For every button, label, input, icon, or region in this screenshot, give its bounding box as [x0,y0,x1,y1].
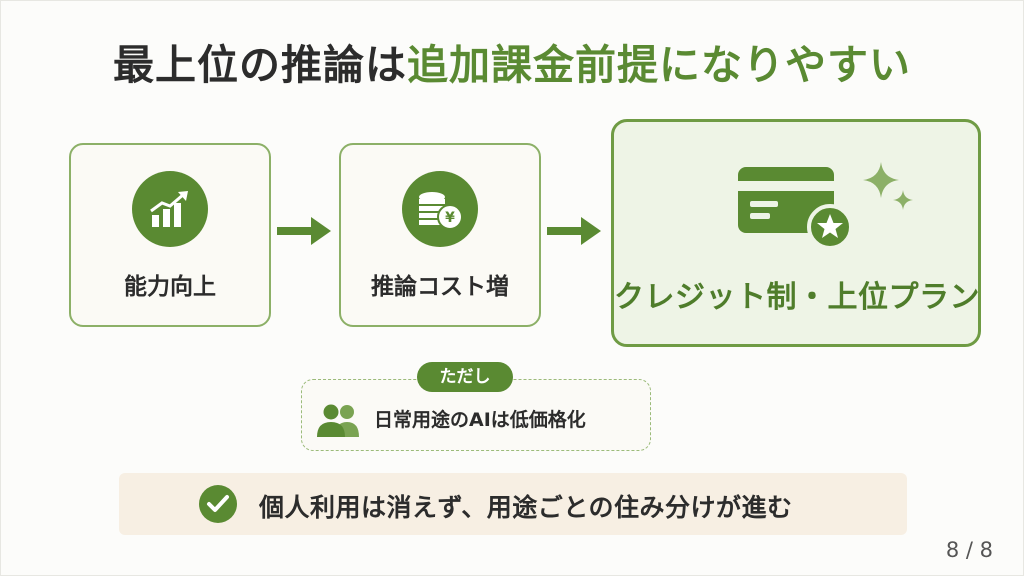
flow-card-cost: ¥ 推論コスト増 [339,143,541,327]
svg-text:¥: ¥ [445,210,455,226]
flow-card-ability: 能力向上 [69,143,271,327]
note-box: ただし 日常用途のAIは低価格化 [301,362,651,451]
summary-text: 個人利用は消えず、用途ごとの住み分けが進む [259,493,793,522]
slide-title: 最上位の推論は追加課金前提になりやすい [1,31,1023,91]
sparkle-icon [863,162,913,210]
flow-label-credit-plan: クレジット制・上位プラン [614,280,980,315]
flow-label-ability: 能力向上 [124,274,216,300]
note-badge: ただし [417,362,513,392]
flow-card-credit-plan: クレジット制・上位プラン [611,119,981,347]
arrow-right-icon [547,217,601,245]
page-number: 8 / 8 [945,538,993,562]
title-main: 最上位の推論は [113,41,407,89]
title-accent: 追加課金前提になりやすい [407,41,911,89]
arrow-right-icon [277,217,331,245]
note-text: 日常用途のAIは低価格化 [374,409,586,431]
summary-banner: 個人利用は消えず、用途ごとの住み分けが進む [119,473,907,535]
growth-chart-icon [132,171,208,247]
coins-yen-icon: ¥ [402,171,478,247]
flow-label-cost: 推論コスト増 [371,274,509,300]
users-icon [317,404,359,437]
check-circle-icon [199,485,237,523]
credit-card-star-icon [738,167,853,249]
